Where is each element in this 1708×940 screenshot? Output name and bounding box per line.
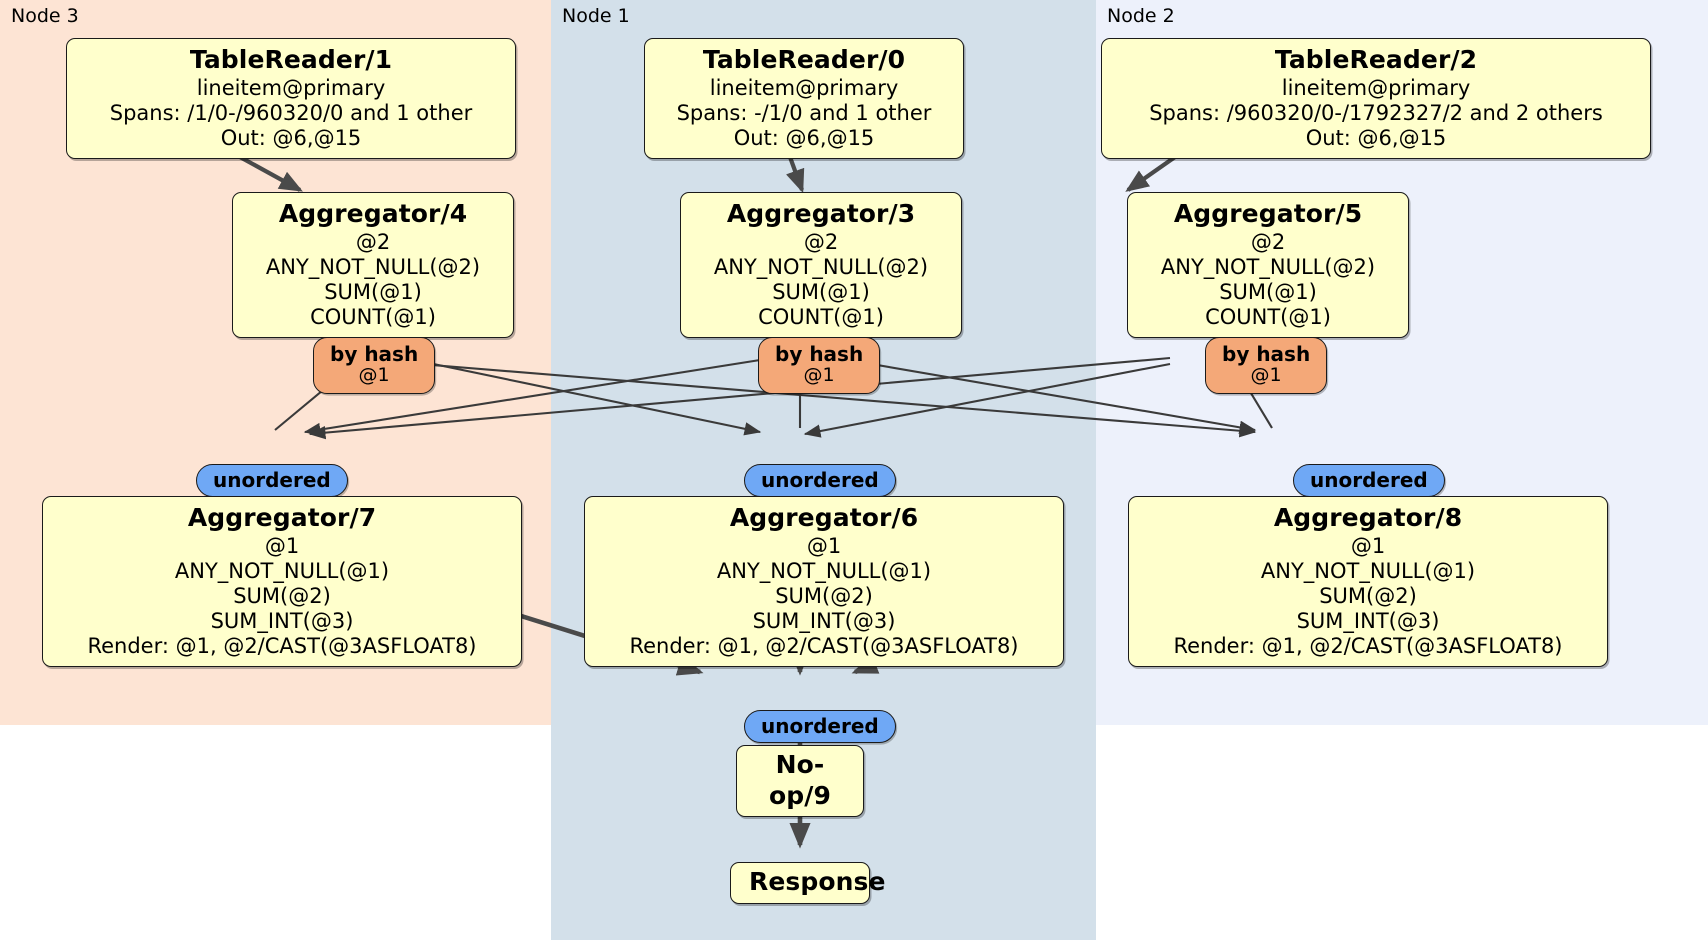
processor-detail: ANY_NOT_NULL(@2) <box>713 254 929 279</box>
badge-unordered-final[interactable]: unordered <box>744 710 896 744</box>
badge-by-hash-center[interactable]: by hash @1 <box>758 337 881 394</box>
processor-detail: @2 <box>355 229 391 254</box>
processor-detail: SUM_INT(@3) <box>752 609 896 634</box>
badge-unordered-center[interactable]: unordered <box>744 464 896 498</box>
processor-detail: lineitem@primary <box>196 75 386 100</box>
badge-sublabel: @1 <box>803 364 835 387</box>
processor-detail: @1 <box>264 533 300 558</box>
processor-box-aggregator-8[interactable]: Aggregator/8 @1 ANY_NOT_NULL(@1) SUM(@2)… <box>1128 496 1608 668</box>
node-panel-label-node2: Node 2 <box>1107 5 1175 27</box>
processor-detail: Render: @1, @2/CAST(@3ASFLOAT8) <box>629 634 1019 659</box>
processor-detail: SUM_INT(@3) <box>1296 609 1440 634</box>
processor-detail: ANY_NOT_NULL(@1) <box>174 558 390 583</box>
processor-detail: SUM_INT(@3) <box>210 609 354 634</box>
processor-detail: SUM(@2) <box>1319 583 1417 608</box>
badge-label: by hash <box>1222 342 1311 366</box>
processor-detail: ANY_NOT_NULL(@1) <box>1260 558 1476 583</box>
processor-box-aggregator-5[interactable]: Aggregator/5 @2 ANY_NOT_NULL(@2) SUM(@1)… <box>1127 192 1409 339</box>
processor-box-tablereader-1[interactable]: TableReader/1 lineitem@primary Spans: /1… <box>66 38 516 160</box>
processor-box-aggregator-7[interactable]: Aggregator/7 @1 ANY_NOT_NULL(@1) SUM(@2)… <box>42 496 522 668</box>
processor-title: Aggregator/3 <box>726 199 916 228</box>
badge-label: unordered <box>1310 468 1428 492</box>
processor-detail: Spans: /1/0-/960320/0 and 1 other <box>109 100 473 125</box>
processor-title: Response <box>749 867 886 896</box>
processor-box-aggregator-3[interactable]: Aggregator/3 @2 ANY_NOT_NULL(@2) SUM(@1)… <box>680 192 962 339</box>
badge-unordered-right[interactable]: unordered <box>1293 464 1445 498</box>
processor-detail: lineitem@primary <box>709 75 899 100</box>
processor-detail: @2 <box>1250 229 1286 254</box>
badge-sublabel: @1 <box>358 364 390 387</box>
processor-detail: COUNT(@1) <box>758 305 884 330</box>
processor-title: TableReader/1 <box>189 45 393 74</box>
processor-detail: COUNT(@1) <box>1205 305 1331 330</box>
processor-detail: @2 <box>803 229 839 254</box>
processor-title: Aggregator/4 <box>278 199 468 228</box>
processor-detail: Out: @6,@15 <box>1305 125 1447 150</box>
badge-label: by hash <box>775 342 864 366</box>
processor-detail: @1 <box>1350 533 1386 558</box>
processor-detail: ANY_NOT_NULL(@1) <box>716 558 932 583</box>
badge-by-hash-right[interactable]: by hash @1 <box>1205 337 1328 394</box>
processor-title: TableReader/0 <box>702 45 906 74</box>
processor-title: Aggregator/6 <box>729 503 919 532</box>
processor-box-response[interactable]: Response <box>730 862 886 904</box>
badge-label: unordered <box>761 714 879 738</box>
processor-box-aggregator-6[interactable]: Aggregator/6 @1 ANY_NOT_NULL(@1) SUM(@2)… <box>584 496 1064 668</box>
processor-box-tablereader-0[interactable]: TableReader/0 lineitem@primary Spans: -/… <box>644 38 964 160</box>
badge-sublabel: @1 <box>1250 364 1282 387</box>
processor-detail: COUNT(@1) <box>310 305 436 330</box>
processor-box-tablereader-2[interactable]: TableReader/2 lineitem@primary Spans: /9… <box>1101 38 1651 160</box>
processor-detail: SUM(@2) <box>775 583 873 608</box>
processor-detail: Render: @1, @2/CAST(@3ASFLOAT8) <box>87 634 477 659</box>
processor-detail: ANY_NOT_NULL(@2) <box>265 254 481 279</box>
processor-detail: ANY_NOT_NULL(@2) <box>1160 254 1376 279</box>
processor-detail: Render: @1, @2/CAST(@3ASFLOAT8) <box>1173 634 1563 659</box>
processor-detail: SUM(@1) <box>772 279 870 304</box>
badge-label: unordered <box>761 468 879 492</box>
processor-title: Aggregator/5 <box>1173 199 1363 228</box>
processor-box-aggregator-4[interactable]: Aggregator/4 @2 ANY_NOT_NULL(@2) SUM(@1)… <box>232 192 514 339</box>
processor-detail: lineitem@primary <box>1281 75 1471 100</box>
node-panel-label-node1: Node 1 <box>562 5 630 27</box>
badge-label: by hash <box>330 342 419 366</box>
processor-detail: Out: @6,@15 <box>733 125 875 150</box>
processor-detail: @1 <box>806 533 842 558</box>
node-panel-label-node3: Node 3 <box>11 5 79 27</box>
badge-by-hash-left[interactable]: by hash @1 <box>313 337 436 394</box>
processor-detail: Spans: /960320/0-/1792327/2 and 2 others <box>1149 100 1603 125</box>
processor-title: Aggregator/8 <box>1273 503 1463 532</box>
processor-detail: SUM(@2) <box>233 583 331 608</box>
badge-unordered-left[interactable]: unordered <box>196 464 348 498</box>
processor-title: TableReader/2 <box>1274 45 1478 74</box>
processor-box-noop-9[interactable]: No-op/9 <box>736 745 864 817</box>
processor-detail: SUM(@1) <box>324 279 422 304</box>
processor-detail: SUM(@1) <box>1219 279 1317 304</box>
processor-title: Aggregator/7 <box>187 503 377 532</box>
processor-detail: Out: @6,@15 <box>220 125 362 150</box>
processor-detail: Spans: -/1/0 and 1 other <box>676 100 932 125</box>
badge-label: unordered <box>213 468 331 492</box>
processor-title: No-op/9 <box>769 750 831 810</box>
